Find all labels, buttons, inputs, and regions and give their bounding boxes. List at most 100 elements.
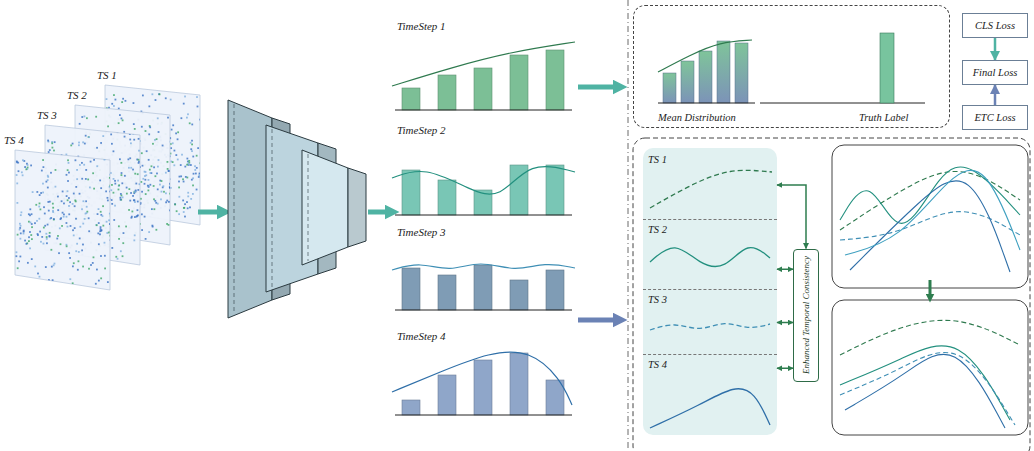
illustration-part [49, 236, 51, 238]
illustration-part [89, 187, 91, 189]
illustration-part [31, 258, 33, 260]
illustration-part [54, 263, 56, 265]
illustration-part [99, 233, 101, 235]
illustration-part [111, 103, 113, 105]
illustration-part [87, 179, 89, 181]
illustration-part [171, 129, 173, 131]
illustration-part [81, 208, 83, 210]
illustration-part [28, 240, 30, 242]
illustration-part [98, 280, 100, 282]
illustration-part [880, 33, 894, 103]
illustration-part [34, 266, 36, 268]
illustration-part [31, 226, 33, 228]
illustration-part [124, 136, 126, 138]
illustration-part [16, 161, 18, 163]
illustration-part [474, 360, 492, 415]
illustration-part [392, 166, 575, 194]
illustration-part [78, 144, 80, 146]
illustration-part [302, 150, 348, 265]
illustration-part [85, 169, 87, 171]
illustration-part [118, 225, 120, 227]
illustration-part [119, 114, 121, 116]
illustration-part [137, 173, 139, 175]
illustration-part [15, 255, 17, 257]
illustration-part [197, 106, 199, 108]
illustration-part [56, 238, 58, 240]
illustration-part [140, 181, 142, 183]
illustration-part [165, 192, 167, 194]
illustration-part [172, 142, 174, 144]
illustration-part [53, 150, 55, 152]
illustration-part [23, 233, 25, 235]
illustration-part [100, 230, 102, 232]
illustration-part [159, 93, 161, 95]
illustration-part [82, 266, 84, 268]
illustration-part [68, 197, 70, 199]
timestep-label: TimeStep 1 [397, 20, 446, 32]
illustration-part [72, 143, 74, 145]
illustration-part [134, 191, 136, 193]
illustration-part [510, 55, 528, 110]
illustration-part [97, 213, 99, 215]
illustration-part [198, 210, 224, 215]
illustration-part [47, 224, 49, 226]
illustration-part [119, 158, 121, 160]
illustration-part [137, 214, 139, 216]
illustration-part [30, 222, 32, 224]
illustration-part [82, 200, 84, 202]
illustration-part [32, 191, 34, 193]
illustration-part [96, 224, 98, 226]
illustration-part [23, 230, 25, 232]
row-label: TS 3 [648, 294, 667, 305]
illustration-part [78, 251, 80, 253]
illustration-part [26, 168, 28, 170]
illustration-part [132, 169, 134, 171]
illustration-part [43, 206, 45, 208]
illustration-part [28, 213, 30, 215]
illustration-part [20, 232, 22, 234]
illustration-part [97, 232, 99, 234]
illustration-part [181, 154, 183, 156]
illustration-part [115, 256, 117, 258]
illustration-part [110, 215, 112, 217]
illustration-part [194, 165, 196, 167]
illustration-part [134, 201, 136, 203]
illustration-part [189, 206, 191, 208]
illustration-part [47, 187, 49, 189]
illustration-part [109, 213, 111, 215]
illustration-part [19, 223, 21, 225]
illustration-part [42, 183, 44, 185]
illustration-part [194, 169, 196, 171]
illustration-part [68, 252, 70, 254]
illustration-part [45, 181, 47, 183]
illustration-part [183, 103, 185, 105]
illustration-part [392, 264, 575, 270]
illustration-part [196, 96, 198, 98]
illustration-part [136, 216, 138, 218]
illustration-part [82, 141, 84, 143]
illustration-part [129, 200, 131, 202]
illustration-part [70, 145, 72, 147]
illustration-part [93, 159, 95, 161]
illustration-part [190, 198, 192, 200]
illustration-part [129, 157, 131, 159]
illustration-part [19, 229, 21, 231]
illustration-part [474, 68, 492, 110]
illustration-part [158, 93, 160, 95]
connector-arrow [994, 38, 997, 60]
illustration-part [126, 187, 128, 189]
illustration-part [681, 61, 694, 103]
illustration-part [141, 229, 143, 231]
illustration-part [402, 400, 420, 415]
illustration-part [73, 193, 75, 195]
illustration-part [27, 262, 29, 264]
illustration-part [154, 175, 156, 177]
illustration-part [134, 199, 136, 201]
illustration-part [68, 213, 70, 215]
illustration-part [191, 124, 193, 126]
illustration-part [197, 147, 199, 149]
illustration-part [50, 217, 52, 219]
illustration-part [109, 177, 111, 179]
illustration-part [154, 200, 156, 202]
illustration-part [138, 138, 140, 140]
